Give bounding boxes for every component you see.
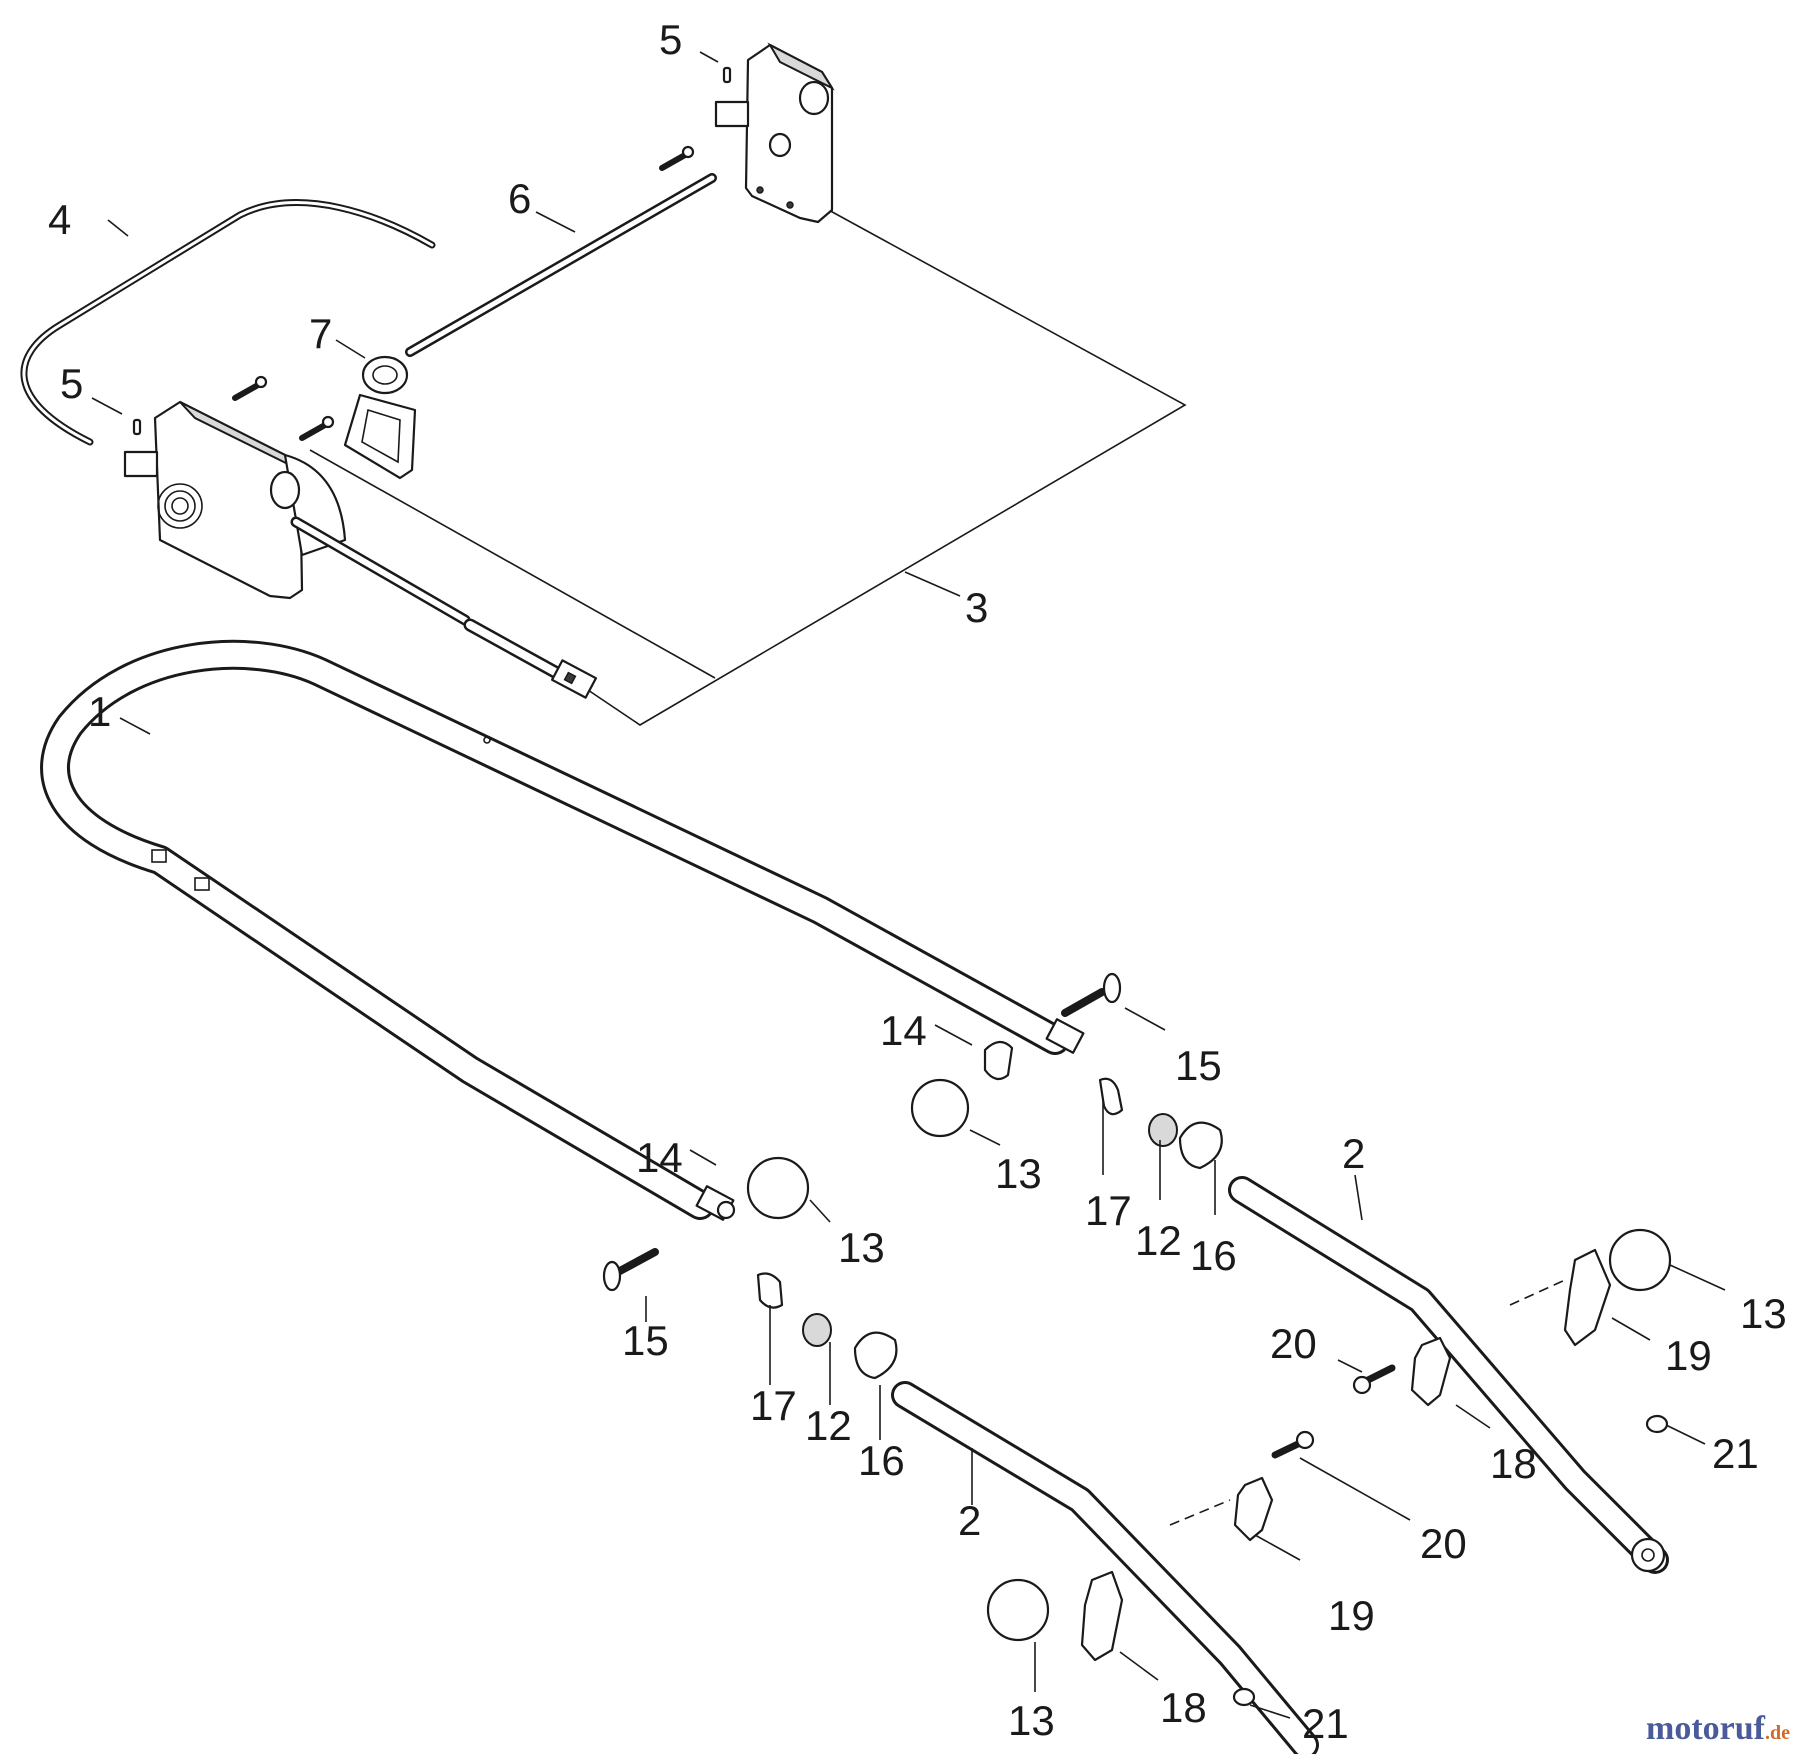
label-part-14: 14 [636, 1134, 683, 1181]
control-rods [290, 516, 598, 699]
label-part-18: 18 [1490, 1440, 1537, 1487]
label-part-16: 16 [858, 1437, 905, 1484]
label-part-13: 13 [1740, 1290, 1787, 1337]
label-part-5: 5 [60, 360, 83, 407]
label-part-15: 15 [1175, 1042, 1222, 1089]
label-part-20: 20 [1420, 1520, 1467, 1567]
label-part-13: 13 [995, 1150, 1042, 1197]
upper-control-box [714, 42, 835, 224]
label-part-12: 12 [1135, 1217, 1182, 1264]
label-part-20: 20 [1270, 1320, 1317, 1367]
watermark-logo: motoruf.de [1646, 1710, 1790, 1748]
lower-control-box [123, 400, 347, 600]
label-part-17: 17 [750, 1382, 797, 1429]
label-part-5: 5 [659, 16, 682, 63]
label-part-16: 16 [1190, 1232, 1237, 1279]
hardware-left [602, 1156, 1315, 1707]
label-part-4: 4 [48, 196, 71, 243]
label-part-12: 12 [805, 1402, 852, 1449]
label-part-19: 19 [1328, 1592, 1375, 1639]
label-part-14: 14 [880, 1007, 927, 1054]
part-3-control-assembly [123, 42, 1187, 726]
label-part-7: 7 [309, 310, 332, 357]
label-part-21: 21 [1712, 1430, 1759, 1477]
label-part-15: 15 [622, 1317, 669, 1364]
leader-lines [91, 51, 1726, 1719]
label-part-13: 13 [1008, 1697, 1055, 1744]
part-7-clip [343, 355, 417, 480]
label-part-17: 17 [1085, 1187, 1132, 1234]
label-part-18: 18 [1160, 1684, 1207, 1731]
label-part-2: 2 [1342, 1130, 1365, 1177]
watermark-main: motoruf [1646, 1710, 1765, 1747]
part-2-lower-arms [891, 1176, 1669, 1754]
watermark-suffix: .de [1765, 1722, 1790, 1744]
label-part-13: 13 [838, 1224, 885, 1271]
upper-screws [132, 66, 732, 441]
label-part-2: 2 [958, 1497, 981, 1544]
label-part-3: 3 [965, 584, 988, 631]
hardware-right [910, 972, 1672, 1434]
label-part-21: 21 [1302, 1700, 1349, 1747]
part-labels: 5 4 6 7 5 3 1 14 15 13 17 12 16 2 13 19 … [48, 16, 1787, 1747]
part-6-rod [405, 173, 717, 357]
part-4-cable [20, 199, 436, 446]
label-part-1: 1 [88, 688, 111, 735]
part-1-main-handle [40, 639, 1085, 1221]
label-part-19: 19 [1665, 1332, 1712, 1379]
label-part-6: 6 [508, 175, 531, 222]
